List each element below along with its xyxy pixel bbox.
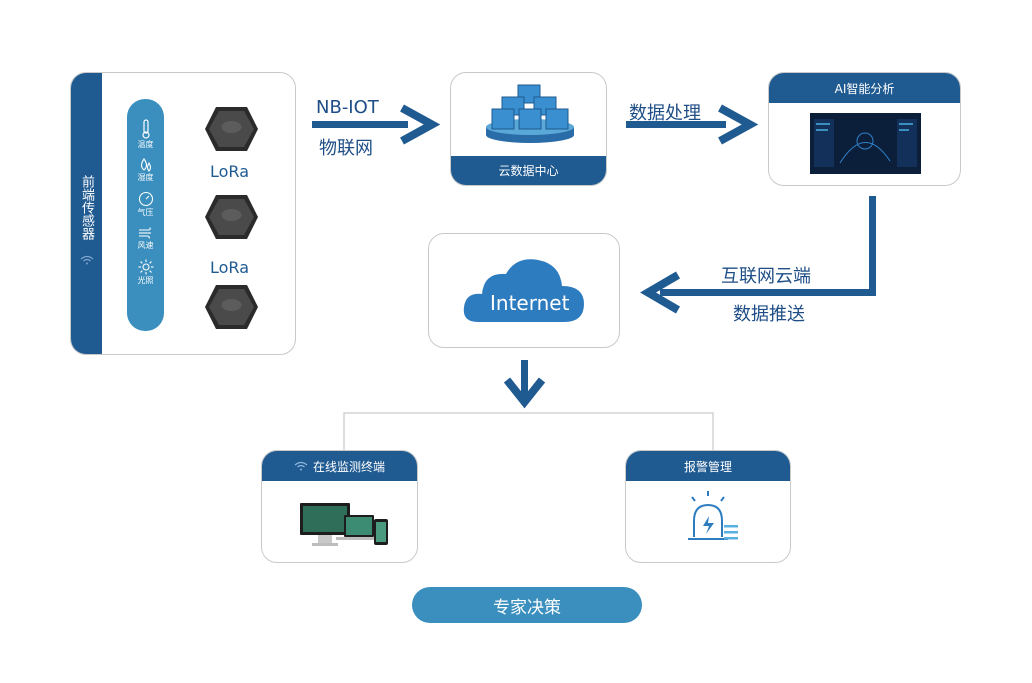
lora-device-icon — [205, 107, 258, 151]
lora-device-icon — [205, 285, 258, 329]
sensor-label: 气压 — [137, 208, 154, 217]
monitor-title: 在线监测终端 — [312, 459, 385, 474]
sensor-temperature: 温度 — [127, 119, 164, 150]
arrow-nbiot — [312, 104, 441, 145]
cloud-push-label-1: 互联网云端 — [721, 266, 811, 287]
monitor-title-bar: 在线监测终端 — [262, 451, 417, 481]
alarm-light-icon — [688, 491, 738, 540]
lora-device-2 — [204, 193, 259, 245]
water-drop-icon — [140, 158, 151, 172]
gauge-icon — [138, 191, 153, 207]
wifi-icon — [294, 461, 308, 471]
devices-illustration — [300, 503, 388, 546]
ai-analysis-card: AI智能分析 — [768, 72, 961, 186]
sun-icon — [138, 259, 153, 275]
sensor-light: 光照 — [127, 259, 164, 286]
sensor-pressure: 气压 — [127, 191, 164, 218]
wind-icon — [138, 227, 151, 239]
arrow-cloud-push — [640, 196, 876, 314]
sensor-side-label: 前端传感器 — [79, 175, 94, 240]
sensor-label: 光照 — [137, 276, 154, 285]
sensor-label: 湿度 — [137, 173, 154, 182]
nbiot-label: NB-IOT — [316, 97, 379, 118]
arrow-down — [503, 360, 546, 409]
split-lines — [343, 412, 714, 450]
ai-analysis-title: AI智能分析 — [769, 73, 960, 103]
lora-device-icon — [205, 195, 258, 239]
monitor-card: 在线监测终端 — [261, 450, 418, 563]
arrow-data-processing — [626, 104, 759, 145]
thermometer-icon — [141, 119, 150, 139]
sensor-list: 温度 湿度 气压 风速 光照 — [127, 99, 164, 331]
ai-dashboard-screenshot — [810, 113, 921, 174]
lora-device-1 — [204, 105, 259, 157]
server-rack-icon — [482, 83, 578, 149]
lora-label-1: LoRa — [210, 162, 249, 181]
lora-label-2: LoRa — [210, 258, 249, 277]
internet-card: Internet — [428, 233, 620, 348]
sensor-label: 风速 — [137, 241, 154, 250]
lora-device-3 — [204, 283, 259, 335]
sensor-label: 温度 — [137, 140, 154, 149]
internet-label: Internet — [490, 291, 570, 315]
sensor-wind: 风速 — [127, 226, 164, 251]
sensor-humidity: 湿度 — [127, 158, 164, 183]
cloud-data-center-title: 云数据中心 — [451, 156, 606, 185]
cloud-data-center-card: 云数据中心 — [450, 72, 607, 186]
data-processing-label: 数据处理 — [629, 103, 701, 124]
cloud-icon — [463, 259, 584, 322]
cloud-push-label-2: 数据推送 — [733, 304, 805, 325]
wifi-icon — [80, 250, 94, 269]
sensor-panel: 前端传感器 温度 湿度 气压 风速 光照 LoRa LoRa — [70, 72, 296, 355]
alarm-card: 报警管理 — [625, 450, 791, 563]
alarm-title: 报警管理 — [626, 451, 790, 481]
sensor-side-bar — [71, 73, 102, 354]
expert-decision: 专家决策 — [412, 587, 642, 623]
iot-label: 物联网 — [319, 138, 373, 159]
